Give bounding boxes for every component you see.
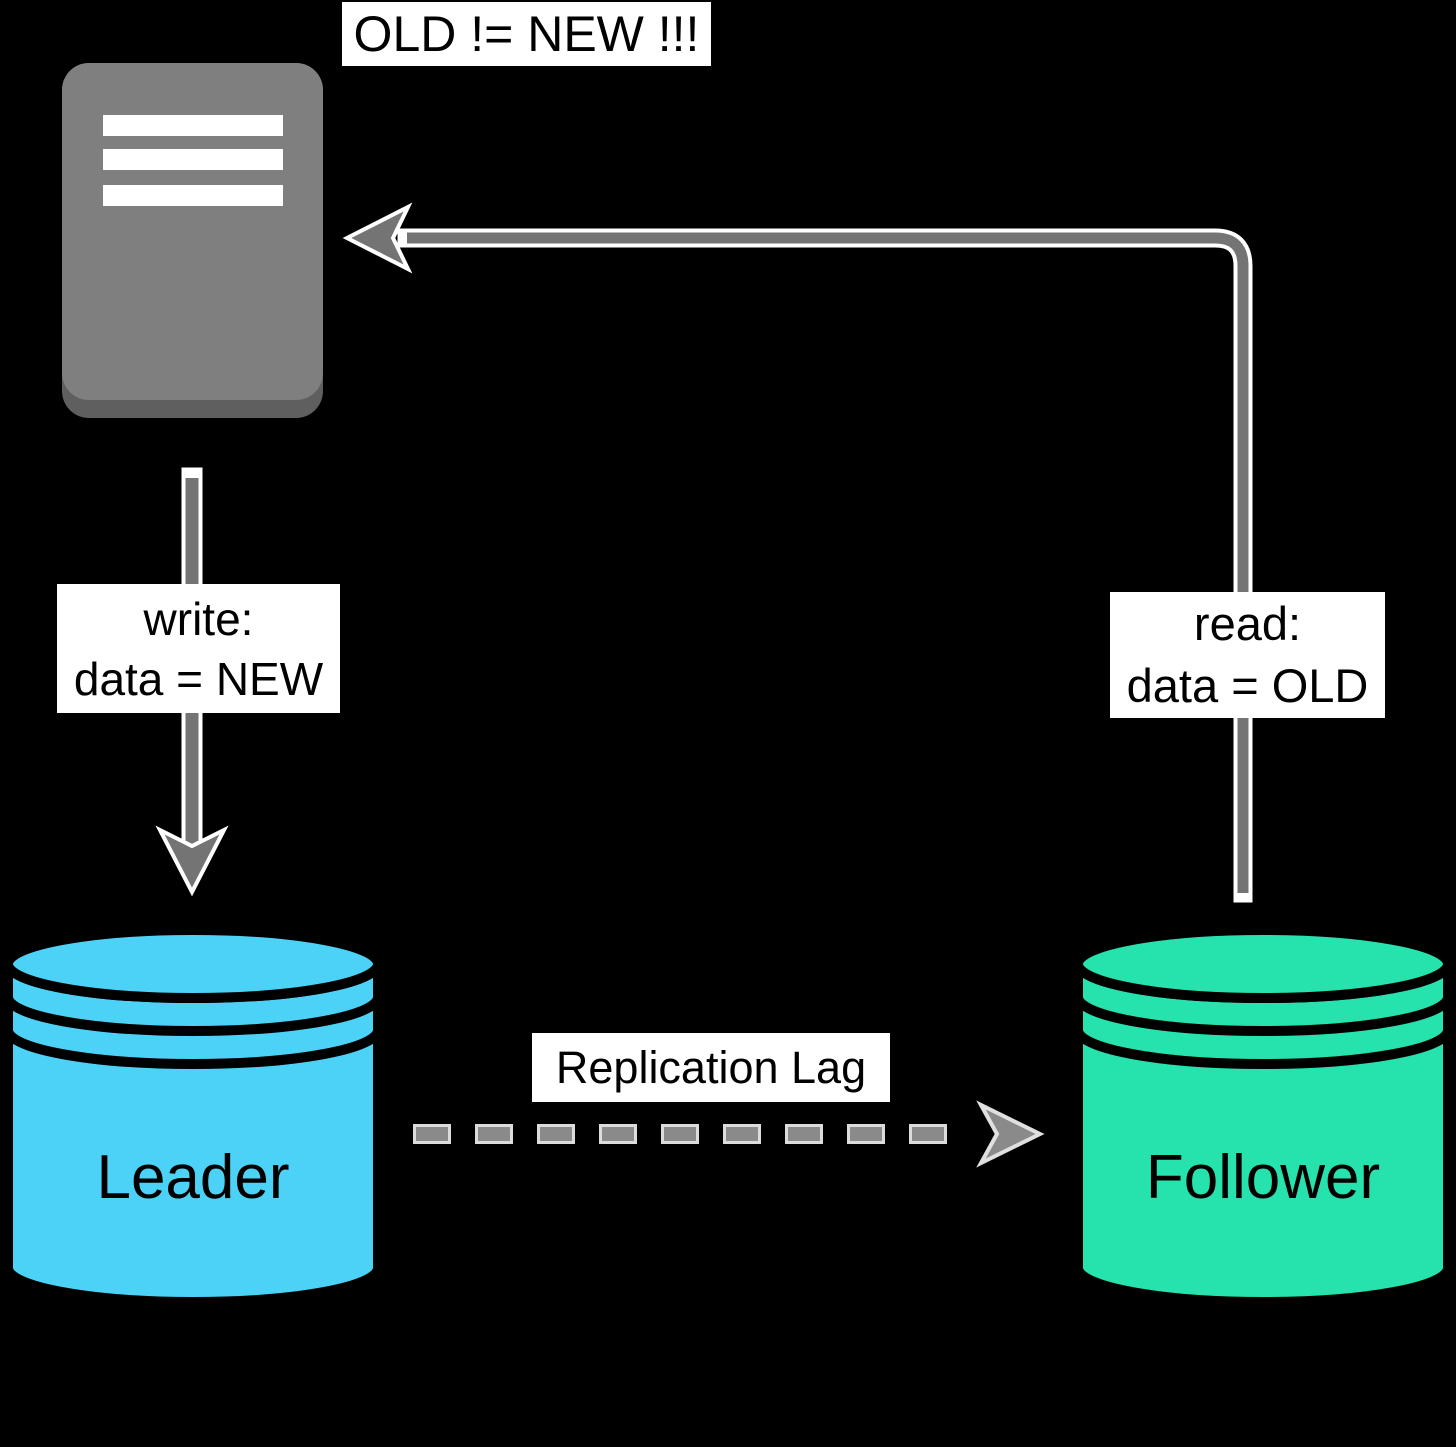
write-label-line2: data = NEW xyxy=(73,652,324,705)
read-return-arrowhead xyxy=(342,202,413,274)
replication-arrowhead xyxy=(976,1100,1045,1168)
replication-lag-label: Replication Lag xyxy=(532,1033,890,1102)
read-return-arrow-shaft xyxy=(407,232,1249,893)
leader-cylinder-arc-2 xyxy=(3,1029,383,1069)
replication-arrow xyxy=(413,1100,1045,1168)
replication-lag-label-text: Replication Lag xyxy=(555,1041,867,1093)
stale-read-annotation: OLD != NEW !!! xyxy=(342,2,711,66)
write-label-line1: write: xyxy=(143,592,254,645)
server-icon-body xyxy=(62,63,323,400)
read-return-arrow-casing xyxy=(397,228,1253,903)
follower-cylinder xyxy=(1073,925,1453,1307)
read-label: read: data = OLD xyxy=(1110,592,1385,718)
follower-label: Follower xyxy=(1145,1143,1381,1212)
leader-cylinder-top xyxy=(3,925,383,1003)
follower-cylinder-arc-2 xyxy=(1073,1029,1453,1069)
client-server-icon xyxy=(62,63,323,418)
leader-label: Leader xyxy=(96,1143,290,1212)
server-icon-slot-3 xyxy=(103,185,283,206)
write-label: write: data = NEW xyxy=(57,584,340,713)
server-icon-slot-1 xyxy=(103,115,283,136)
leader-cylinder-arc-1 xyxy=(3,996,383,1036)
read-return-arrow xyxy=(342,202,1253,903)
read-label-line2: data = OLD xyxy=(1126,659,1369,712)
follower-cylinder-arc-1 xyxy=(1073,996,1453,1036)
follower-cylinder-body xyxy=(1073,963,1453,1307)
leader-cylinder xyxy=(2,925,383,1307)
server-icon-slot-2 xyxy=(103,149,283,170)
read-label-line1: read: xyxy=(1193,597,1302,650)
leader-cylinder-body xyxy=(2,963,383,1307)
stale-read-annotation-text: OLD != NEW !!! xyxy=(353,6,700,62)
write-arrowhead xyxy=(155,825,229,897)
follower-cylinder-top xyxy=(1073,925,1453,1003)
